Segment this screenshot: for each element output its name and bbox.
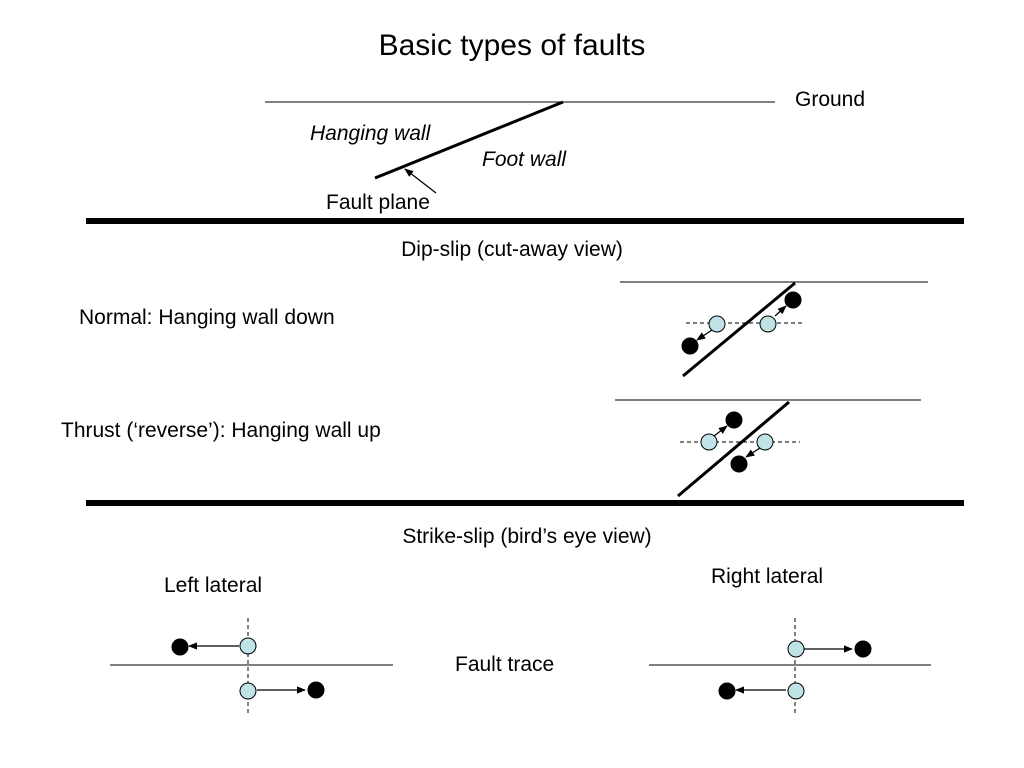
normal-hanging-wall-marker-after (681, 337, 699, 355)
left-lateral-sketch (110, 618, 393, 715)
normal-fault-sketch (620, 281, 928, 378)
thrust-hanging-wall-arrow (713, 425, 728, 437)
normal-hanging-wall-arrow (696, 329, 713, 341)
right-lateral-lower-marker-before (787, 682, 805, 700)
foot-wall-label: Foot wall (482, 148, 567, 171)
normal-hanging-wall-marker-before (708, 315, 726, 333)
strike-slip-heading: Strike-slip (bird’s eye view) (402, 525, 651, 548)
left-lateral-lower-marker-after (307, 681, 325, 699)
fault-plane-pointer-arrow (404, 168, 437, 194)
thrust-fault-plane (677, 400, 790, 498)
dip-slip-heading: Dip-slip (cut-away view) (401, 238, 623, 261)
normal-foot-wall-marker-before (759, 315, 777, 333)
hanging-wall-label: Hanging wall (310, 122, 432, 145)
ground-label: Ground (795, 88, 865, 111)
left-lateral-upper-marker-before (239, 637, 257, 655)
thrust-foot-wall-marker-after (730, 455, 748, 473)
fault-plane-label: Fault plane (326, 191, 430, 214)
thrust-hanging-wall-marker-before (700, 433, 718, 451)
right-lateral-upper-marker-after (854, 640, 872, 658)
right-lateral-lower-marker-after (718, 682, 736, 700)
thrust-foot-wall-arrow (745, 447, 761, 458)
right-lateral-label: Right lateral (711, 565, 823, 588)
page-title: Basic types of faults (379, 29, 646, 62)
normal-foot-wall-arrow (774, 305, 787, 317)
fault-plane-line (374, 100, 564, 180)
left-lateral-lower-marker-before (239, 682, 257, 700)
fault-geometry-section: Ground Hanging wall Foot wall Fault plan… (265, 88, 865, 214)
strike-slip-section: Strike-slip (bird’s eye view) Left later… (110, 525, 931, 715)
left-lateral-label: Left lateral (164, 574, 262, 597)
fault-trace-label: Fault trace (455, 653, 554, 676)
left-lateral-upper-marker-after (171, 638, 189, 656)
dip-slip-section: Dip-slip (cut-away view) Normal: Hanging… (61, 238, 928, 498)
right-lateral-sketch (649, 618, 931, 715)
thrust-foot-wall-marker-before (756, 433, 774, 451)
normal-fault-plane (682, 281, 796, 378)
normal-fault-label: Normal: Hanging wall down (79, 306, 335, 329)
thrust-fault-label: Thrust (‘reverse’): Hanging wall up (61, 419, 381, 442)
thrust-fault-sketch (615, 399, 921, 498)
right-lateral-upper-marker-before (787, 640, 805, 658)
thrust-hanging-wall-marker-after (725, 411, 743, 429)
normal-foot-wall-marker-after (784, 291, 802, 309)
